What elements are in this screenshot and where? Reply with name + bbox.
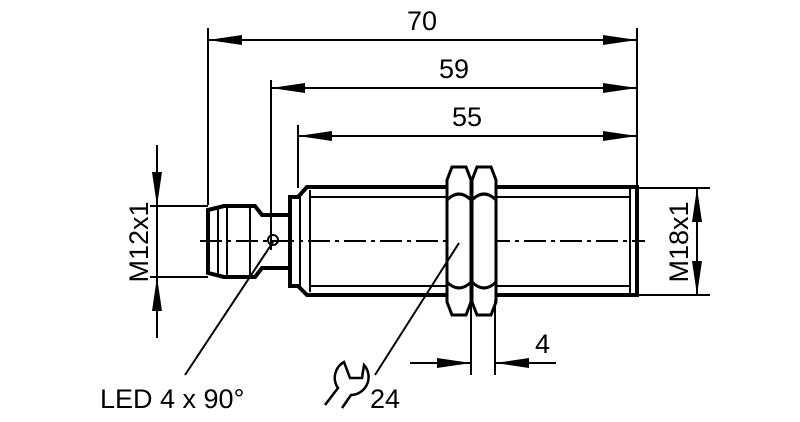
led-leader-line bbox=[184, 241, 274, 376]
led-indicator bbox=[267, 234, 279, 246]
wrench-leader-line bbox=[374, 242, 460, 376]
wrench-icon bbox=[324, 360, 370, 409]
dimension-m12: M12x1 bbox=[124, 201, 154, 282]
dimension-55: 55 bbox=[452, 102, 482, 132]
hex-nuts bbox=[445, 165, 498, 317]
dimension-m18: M18x1 bbox=[664, 201, 694, 282]
threaded-body bbox=[288, 185, 639, 297]
dimension-4: 4 bbox=[535, 329, 550, 359]
led-label: LED 4 x 90° bbox=[100, 384, 244, 414]
wrench-size: 24 bbox=[370, 384, 400, 414]
dimension-70: 70 bbox=[407, 6, 437, 36]
dimension-59: 59 bbox=[439, 54, 469, 84]
